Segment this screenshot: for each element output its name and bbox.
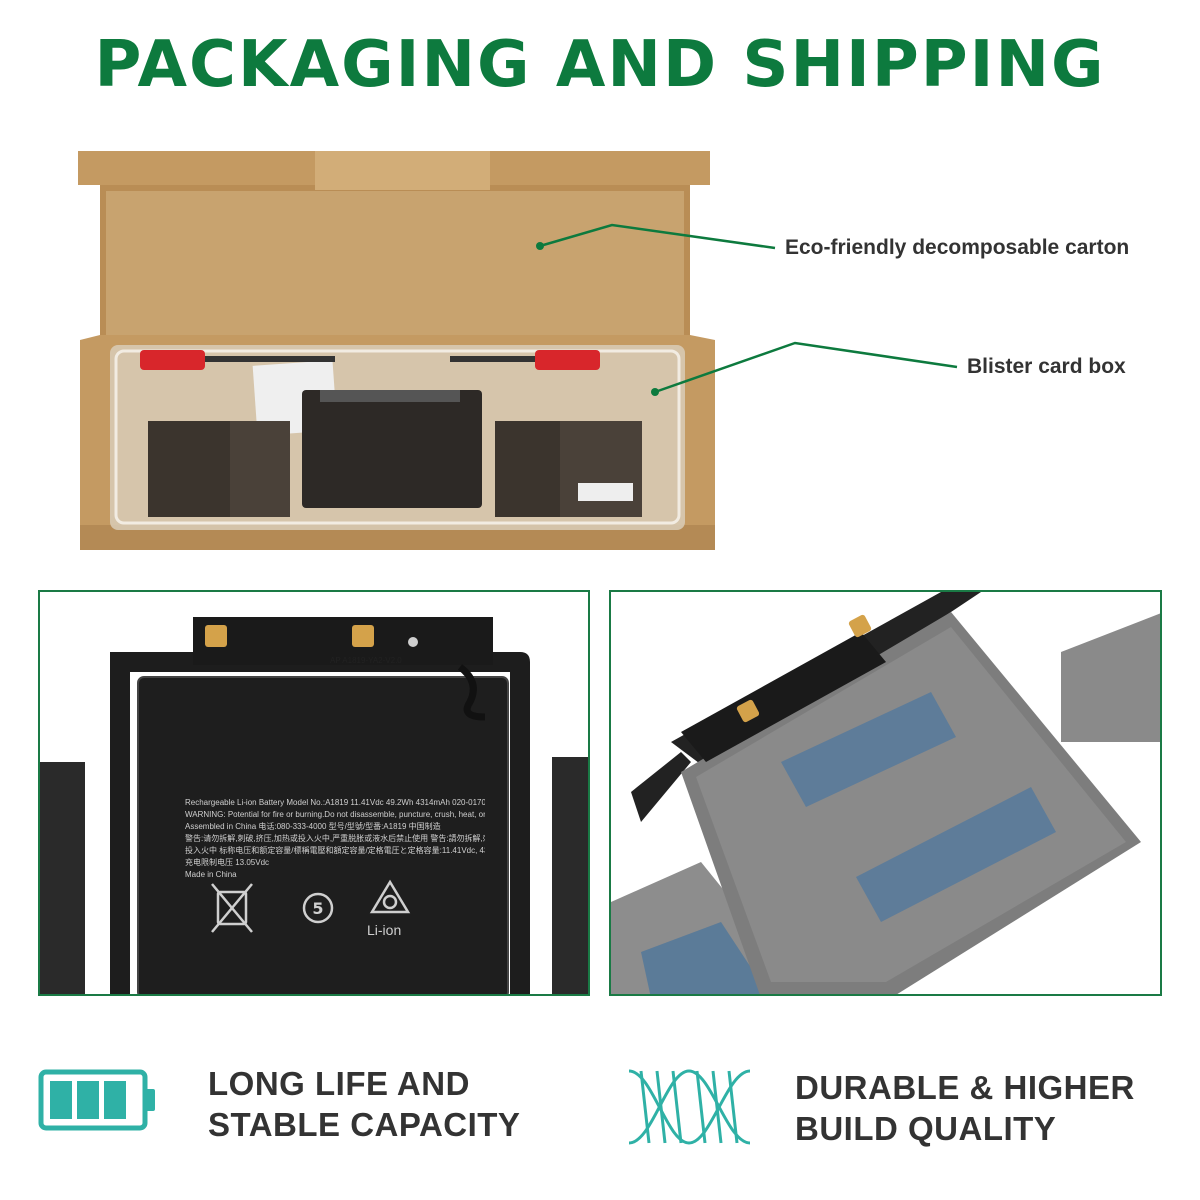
pcb-connector [193, 617, 493, 665]
battery-front-photo: 5 Rechargeable Li-ion Battery Model No.:… [38, 590, 590, 996]
screwdriver-left [140, 350, 205, 370]
battery-cell-center [302, 390, 482, 508]
svg-text:5: 5 [312, 899, 323, 918]
no-trash-bin-icon [211, 883, 253, 933]
feature-long-life-line1: LONG LIFE AND [208, 1065, 470, 1102]
battery-label-line: Assembled in China 电话:080-333-4000 型号/型號… [185, 822, 441, 831]
carton-box-drawing [78, 151, 715, 550]
battery-label-line: 充电限制电压 13.05Vdc [185, 858, 270, 867]
battery-main-cell [138, 677, 508, 994]
feature-durable-line2: BUILD QUALITY [795, 1110, 1057, 1147]
eco-five-icon: 5 [302, 892, 334, 924]
battery-label-line: Made in China [185, 870, 237, 879]
li-ion-mark: Li-ion [367, 922, 402, 938]
insulation-tape [856, 787, 1056, 922]
callout-carton-label: Eco-friendly decomposable carton [785, 236, 1130, 259]
battery-cell [495, 421, 565, 517]
background-cell [1061, 613, 1160, 742]
side-cell-left [40, 762, 85, 994]
side-cell-right [552, 757, 588, 994]
page-title: PACKAGING AND SHIPPING [94, 28, 1106, 102]
battery-cell [148, 421, 238, 517]
battery-icon [38, 1069, 155, 1131]
carton-box-image [70, 145, 730, 565]
battery-label-line: 警告:请勿拆解,刺破,挤压,加热或投入火中,严重脱胀或液水后禁止使用 警告:請勿… [185, 834, 485, 843]
pcb-model-text: AP A1819-YA2-V2.0 [330, 656, 402, 665]
insulation-tape [781, 692, 956, 807]
recycle-icon [369, 879, 411, 914]
screwdriver-right [535, 350, 600, 370]
battery-rating-label: Rechargeable Li-ion Battery Model No.:A1… [185, 797, 485, 881]
battery-label-line: Rechargeable Li-ion Battery Model No.:A1… [185, 798, 485, 807]
feature-durable-line1: DURABLE & HIGHER [795, 1069, 1135, 1106]
callout-blister-label: Blister card box [967, 355, 1126, 378]
twisted-wire-icon [628, 1069, 751, 1145]
battery-label-line: WARNING: Potential for fire or burning.D… [185, 810, 485, 819]
battery-closeup-photo [609, 590, 1162, 996]
battery-label-line: 投入火中 标称电压和额定容量/標稱電壓和額定容量/定格電圧と定格容量:11.41… [185, 846, 485, 855]
feature-long-life-line2: STABLE CAPACITY [208, 1106, 521, 1143]
